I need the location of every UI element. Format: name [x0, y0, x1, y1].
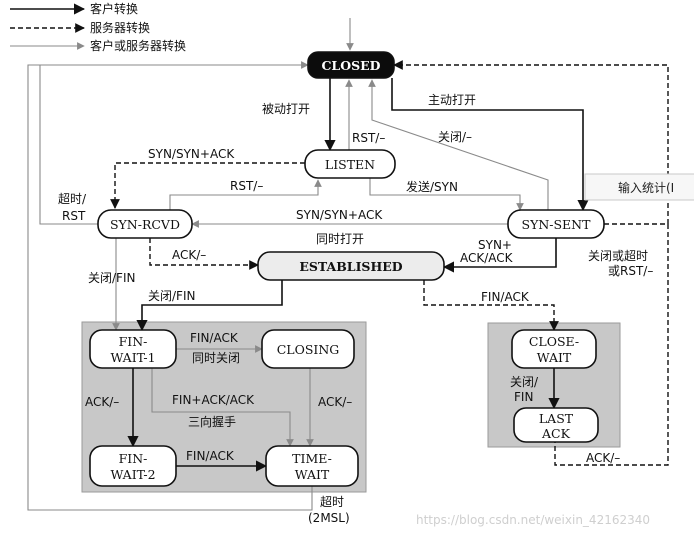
label-passive-open: 被动打开: [262, 102, 310, 116]
state-last-ack-line2: ACK: [541, 426, 571, 441]
legend-server-label: 服务器转换: [90, 20, 150, 35]
right-loop-upper-arrow: [393, 60, 669, 224]
state-syn-rcvd: SYN-RCVD: [97, 209, 193, 239]
state-last-ack: LAST ACK: [513, 407, 599, 443]
state-fin-wait-2-line2: WAIT-2: [110, 467, 155, 482]
label-fin-ack-closing: FIN/ACK: [190, 331, 239, 345]
state-listen-label: LISTEN: [325, 157, 375, 172]
label-or-rst: 或RST/–: [608, 264, 653, 278]
label-fin-ack-cw: FIN/ACK: [481, 290, 530, 304]
state-closed: CLOSED: [307, 51, 395, 79]
label-syn-syn-ack-listen: SYN/SYN+ACK: [148, 147, 235, 161]
label-rst: RST: [62, 209, 86, 223]
label-close-fin-la-1: 关闭/: [510, 375, 539, 389]
label-timeout: 超时/: [58, 191, 87, 206]
close-syn-sent-arrow: [368, 79, 549, 210]
tooltip-text: 输入统计(I: [618, 180, 674, 195]
label-syn-syn-ack-sent: SYN/SYN+ACK: [296, 208, 383, 222]
label-ack-est: ACK/–: [172, 248, 206, 262]
syn-ack-ack-arrow: [442, 238, 557, 273]
label-close-or-timeout: 关闭或超时: [588, 248, 648, 263]
last-ack-loop-lower: [554, 223, 669, 466]
label-rst-closed: RST/–: [352, 131, 385, 145]
legend: 客户转换 服务器转换 客户或服务器转换: [10, 1, 186, 53]
label-active-open: 主动打开: [428, 93, 476, 107]
state-last-ack-line1: LAST: [539, 411, 574, 426]
state-close-wait-line1: CLOSE-: [529, 334, 579, 349]
state-closing: CLOSING: [261, 329, 355, 369]
est-close-fin-arrow: [136, 280, 283, 332]
state-closing-label: CLOSING: [277, 342, 340, 357]
rst-syn-rcvd-listen-arrow: [169, 179, 322, 210]
label-three-way: 三向握手: [188, 414, 236, 429]
time-wait-timeout-loop: [27, 64, 313, 511]
state-fin-wait-1-line2: WAIT-1: [110, 350, 155, 365]
state-syn-sent: SYN-SENT: [507, 209, 605, 239]
watermark: https://blog.csdn.net/weixin_42162340: [416, 513, 650, 527]
label-syn-plus: SYN+: [478, 238, 512, 252]
label-ack-last: ACK/–: [586, 451, 620, 465]
label-ack-closing: ACK/–: [318, 395, 352, 409]
state-syn-sent-label: SYN-SENT: [522, 217, 592, 232]
state-time-wait-line1: TIME-: [292, 451, 332, 466]
state-close-wait: CLOSE- WAIT: [511, 329, 597, 369]
legend-both-label: 客户或服务器转换: [90, 38, 186, 53]
label-rst-listen: RST/–: [230, 179, 263, 193]
fw1-time-wait-arrow: [151, 368, 294, 447]
state-established-label: ESTABLISHED: [299, 259, 402, 274]
state-time-wait: TIME- WAIT: [265, 445, 359, 487]
ack-established-arrow: [149, 238, 259, 270]
state-close-wait-line2: WAIT: [537, 350, 572, 365]
label-simultaneous-close: 同时关闭: [192, 351, 240, 365]
state-fin-wait-1-line1: FIN-: [119, 334, 148, 349]
label-timeout-2msl-1: 超时: [320, 494, 344, 509]
active-open-arrow: [391, 78, 589, 212]
label-fin-ack-tw: FIN/ACK: [186, 449, 235, 463]
state-closed-label: CLOSED: [321, 58, 380, 73]
state-syn-rcvd-label: SYN-RCVD: [110, 217, 180, 232]
legend-client-label: 客户转换: [90, 1, 138, 16]
label-close-closed: 关闭/–: [438, 130, 472, 144]
label-simultaneous-open: 同时打开: [316, 232, 364, 246]
est-fin-ack-arrow: [423, 280, 559, 331]
label-ack-ack: ACK/ACK: [460, 251, 514, 265]
send-syn-arrow: [369, 178, 524, 211]
label-close-fin-2: 关闭/FIN: [148, 289, 195, 303]
label-close-fin-1: 关闭/FIN: [88, 271, 135, 285]
state-established: ESTABLISHED: [257, 251, 445, 281]
state-time-wait-line2: WAIT: [295, 467, 330, 482]
label-fin-ack-ack: FIN+ACK/ACK: [172, 393, 255, 407]
tooltip: 输入统计(I: [584, 173, 694, 201]
label-timeout-2msl-2: (2MSL): [308, 511, 350, 525]
label-send-syn: 发送/SYN: [406, 179, 458, 194]
label-ack-fw2: ACK/–: [85, 395, 119, 409]
state-fin-wait-2: FIN- WAIT-2: [89, 445, 177, 487]
state-fin-wait-1: FIN- WAIT-1: [89, 329, 177, 369]
listen-to-syn-rcvd-arrow: [110, 162, 305, 209]
label-close-fin-la-2: FIN: [514, 390, 533, 404]
state-listen: LISTEN: [304, 149, 396, 179]
state-fin-wait-2-line1: FIN-: [119, 451, 148, 466]
